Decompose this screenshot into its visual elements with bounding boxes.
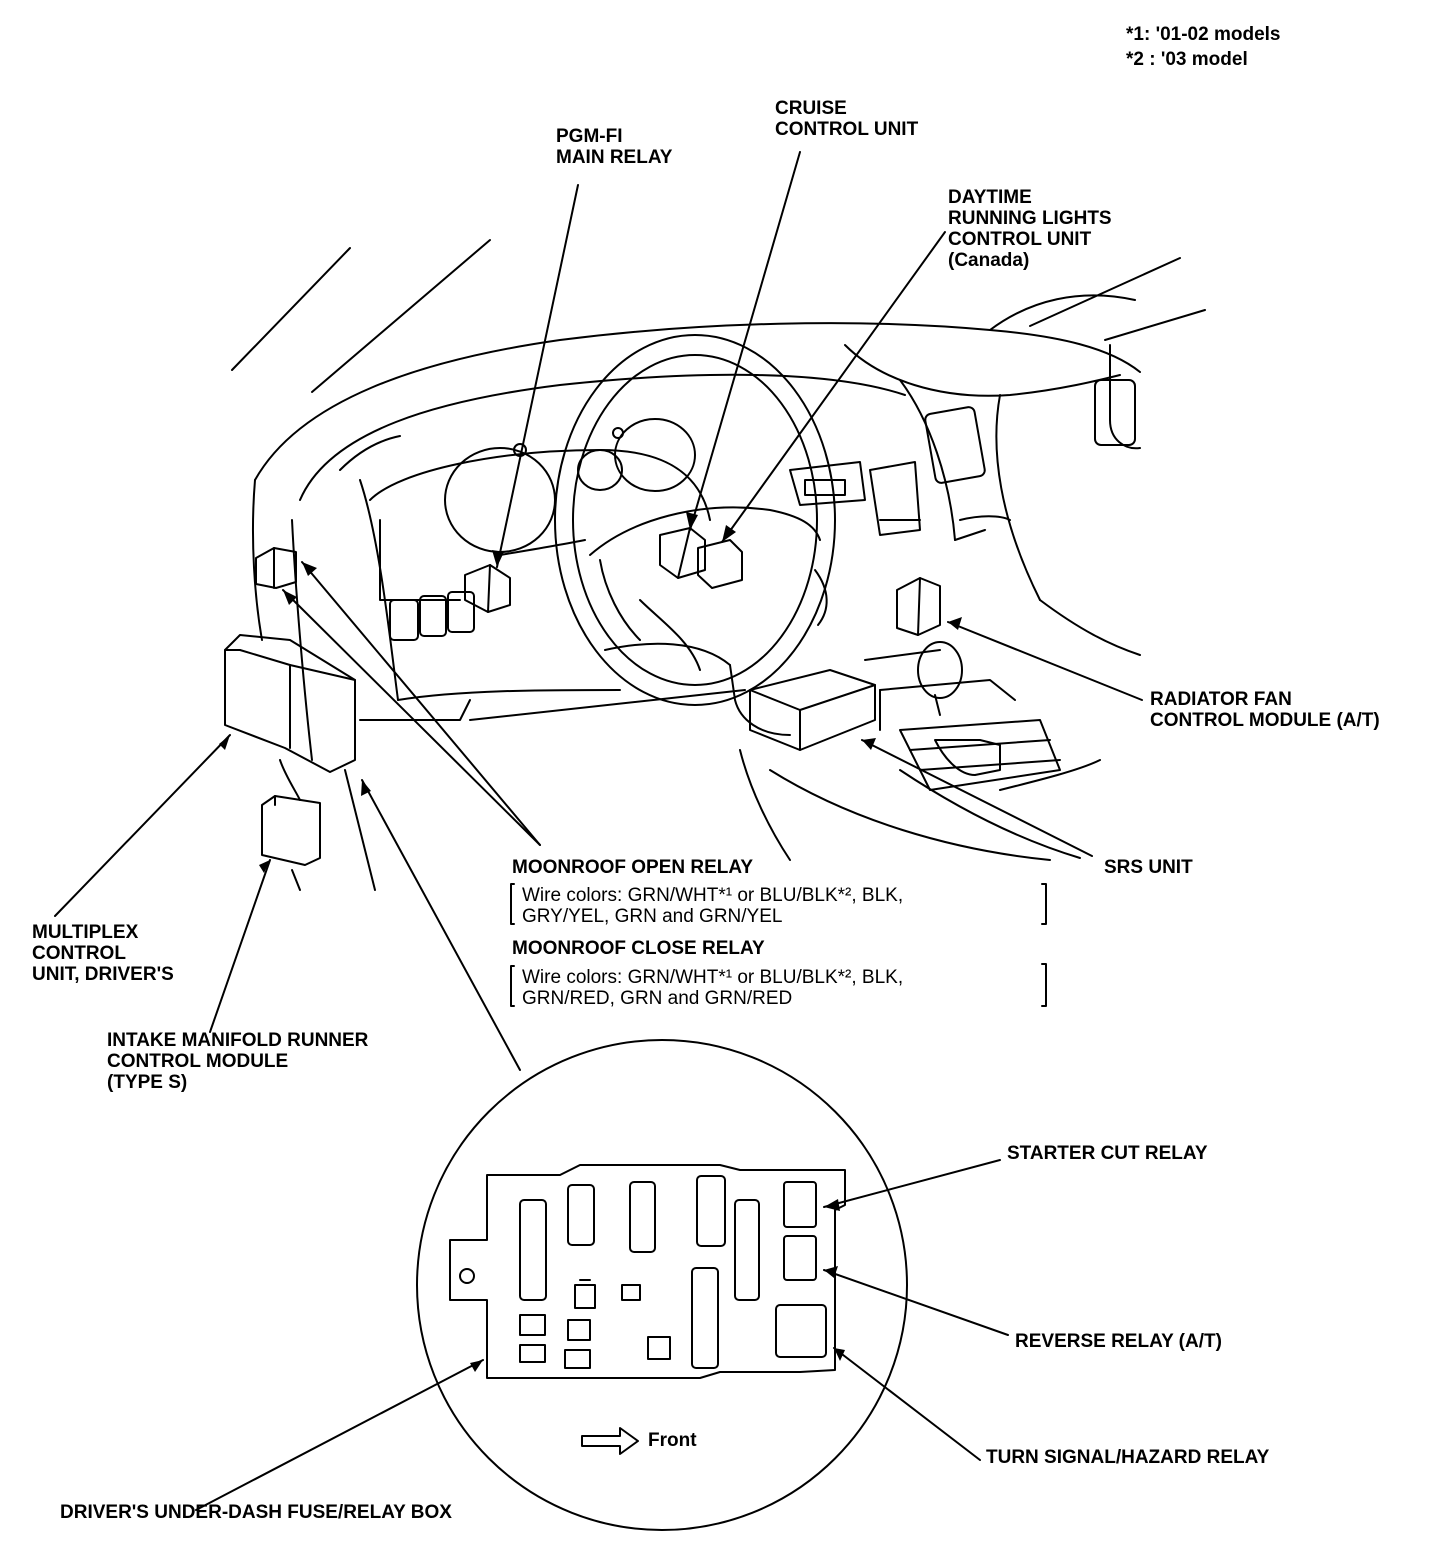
label-reverse-relay: REVERSE RELAY (A/T) xyxy=(1015,1331,1222,1352)
footnotes: *1: '01-02 models *2 : '03 model xyxy=(1126,22,1280,72)
label-turn-signal-hazard-relay: TURN SIGNAL/HAZARD RELAY xyxy=(986,1447,1270,1468)
label-starter-cut-relay: STARTER CUT RELAY xyxy=(1007,1143,1208,1164)
label-intake-manifold-module: INTAKE MANIFOLD RUNNER CONTROL MODULE (T… xyxy=(107,1030,369,1093)
front-direction-label: Front xyxy=(648,1430,697,1451)
windshield-lines xyxy=(232,240,1205,392)
leader-lines xyxy=(55,152,1142,1510)
label-moonroof-close-relay: MOONROOF CLOSE RELAY xyxy=(512,938,765,959)
moonroof-close-wire-colors: Wire colors: GRN/WHT*¹ or BLU/BLK*², BLK… xyxy=(522,967,904,1009)
center-console xyxy=(790,380,1135,790)
label-pgm-fi-main-relay: PGM-FI MAIN RELAY xyxy=(556,126,673,168)
dashboard-outline xyxy=(253,295,1140,760)
fuse-box-detail xyxy=(417,1040,907,1530)
instrument-cluster xyxy=(370,419,710,640)
components xyxy=(225,528,940,890)
footnote-1: *1: '01-02 models xyxy=(1126,24,1281,45)
moonroof-open-wire-colors: Wire colors: GRN/WHT*¹ or BLU/BLK*², BLK… xyxy=(522,885,904,927)
label-moonroof-open-relay: MOONROOF OPEN RELAY xyxy=(512,857,754,878)
arrow-heads xyxy=(219,512,962,1372)
label-srs-unit: SRS UNIT xyxy=(1104,857,1193,878)
label-multiplex-control-unit: MULTIPLEX CONTROL UNIT, DRIVER'S xyxy=(32,922,174,985)
footnote-2: *2 : '03 model xyxy=(1126,49,1248,70)
label-fuse-relay-box: DRIVER'S UNDER-DASH FUSE/RELAY BOX xyxy=(60,1502,452,1523)
label-daytime-running-lights: DAYTIME RUNNING LIGHTS CONTROL UNIT (Can… xyxy=(948,187,1112,271)
label-radiator-fan-module: RADIATOR FAN CONTROL MODULE (A/T) xyxy=(1150,689,1380,731)
wire-brackets xyxy=(511,884,1046,1006)
steering-wheel xyxy=(555,335,1080,860)
label-cruise-control-unit: CRUISE CONTROL UNIT xyxy=(775,98,919,140)
